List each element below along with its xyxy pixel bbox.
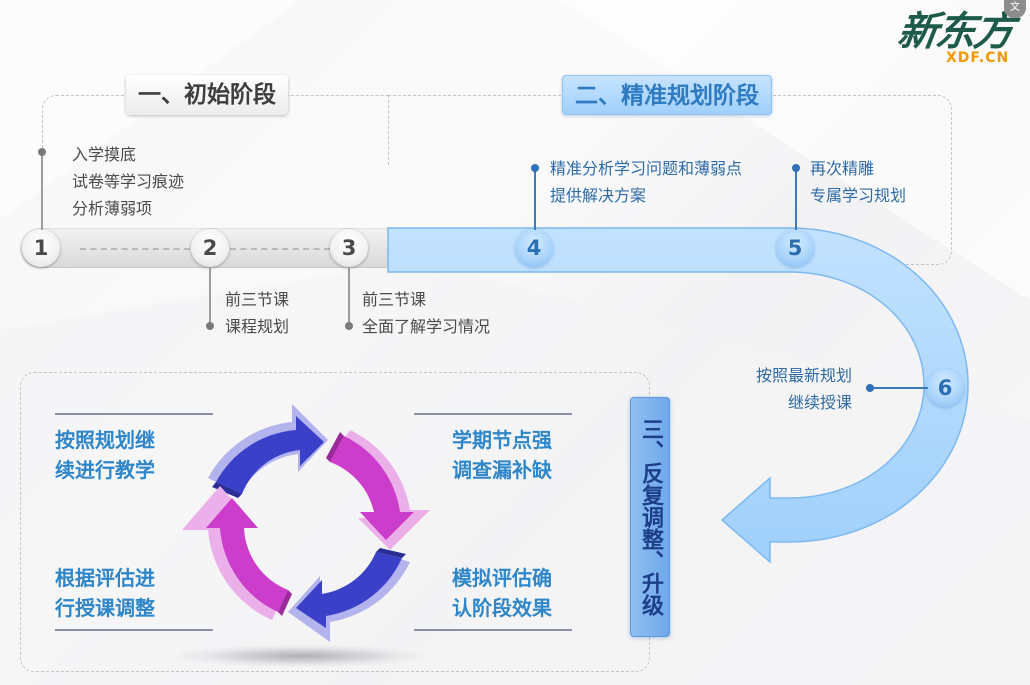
connector-2 bbox=[209, 267, 211, 325]
node4-text: 精准分析学习问题和薄弱点 提供解决方案 bbox=[550, 155, 742, 209]
cycle-shadow bbox=[176, 645, 426, 667]
cycle-br-line2: 认阶段效果 bbox=[452, 596, 552, 620]
xdf-logo: 新东方 XDF.CN bbox=[895, 8, 1026, 68]
node2-line2: 课程规划 bbox=[225, 317, 290, 336]
node3-line1: 前三节课 bbox=[362, 290, 427, 309]
connector-dot-2 bbox=[206, 322, 214, 330]
node5-line1: 再次精雕 bbox=[810, 159, 875, 178]
node2-text: 前三节课 课程规划 bbox=[225, 286, 289, 340]
node4-line1: 精准分析学习问题和薄弱点 bbox=[550, 159, 743, 178]
track-dash-1-2 bbox=[80, 248, 190, 250]
connector-3 bbox=[348, 267, 350, 325]
cycle-text-bottom-right: 模拟评估确 认阶段效果 bbox=[452, 563, 552, 623]
stage3-badge: 三、反复调整、升级 bbox=[630, 397, 670, 637]
cycle-arrow-right bbox=[326, 430, 430, 550]
node1-text: 入学摸底 试卷等学习痕迹 分析薄弱项 bbox=[72, 141, 184, 222]
connector-1 bbox=[41, 152, 43, 230]
rule-bottom-right bbox=[414, 629, 572, 631]
rule-top-left bbox=[55, 413, 213, 415]
connector-dot-3 bbox=[345, 322, 353, 330]
node1-line2: 试卷等学习痕迹 bbox=[72, 172, 185, 191]
cycle-arrow-top bbox=[208, 404, 328, 498]
step-node-3[interactable]: 3 bbox=[330, 229, 368, 267]
stage2-badge: 二、精准规划阶段 bbox=[562, 75, 772, 115]
node4-line2: 提供解决方案 bbox=[550, 186, 647, 205]
node3-text: 前三节课 全面了解学习情况 bbox=[362, 286, 490, 340]
cycle-br-line1: 模拟评估确 bbox=[452, 566, 552, 590]
cycle-text-top-right: 学期节点强 调查漏补缺 bbox=[452, 425, 552, 485]
logo-english: XDF.CN bbox=[946, 50, 1010, 66]
step-node-5[interactable]: 5 bbox=[776, 229, 814, 267]
connector-dot-1 bbox=[38, 148, 46, 156]
node1-line1: 入学摸底 bbox=[72, 145, 137, 164]
cycle-tr-line2: 调查漏补缺 bbox=[452, 458, 552, 482]
translate-icon[interactable]: 文 bbox=[1004, 0, 1026, 18]
cycle-tr-line1: 学期节点强 bbox=[452, 428, 552, 452]
connector-dot-6 bbox=[866, 384, 874, 392]
cycle-arrow-bottom bbox=[288, 548, 410, 642]
stage1-frame-right bbox=[388, 95, 389, 165]
step-node-4[interactable]: 4 bbox=[515, 229, 553, 267]
step-node-2[interactable]: 2 bbox=[191, 229, 229, 267]
node1-line3: 分析薄弱项 bbox=[72, 199, 153, 218]
node6-text: 按照最新规划 继续授课 bbox=[740, 362, 852, 416]
node5-text: 再次精雕 专属学习规划 bbox=[810, 155, 906, 209]
connector-4 bbox=[534, 168, 536, 230]
cycle-bl-line2: 行授课调整 bbox=[55, 596, 155, 620]
track-dash-2-3 bbox=[230, 248, 330, 250]
connector-5 bbox=[795, 168, 797, 230]
step-node-1[interactable]: 1 bbox=[22, 229, 60, 267]
cycle-arrow-left bbox=[182, 486, 292, 620]
step-node-6[interactable]: 6 bbox=[926, 369, 964, 407]
cycle-arrows-icon bbox=[182, 404, 430, 642]
stage1-badge: 一、初始阶段 bbox=[126, 75, 288, 115]
node6-line1: 按照最新规划 bbox=[755, 366, 852, 385]
node5-line2: 专属学习规划 bbox=[810, 186, 907, 205]
node6-line2: 继续授课 bbox=[787, 393, 852, 412]
connector-6 bbox=[870, 387, 928, 389]
node2-line1: 前三节课 bbox=[225, 290, 290, 309]
rule-top-right bbox=[414, 413, 572, 415]
connector-dot-5 bbox=[792, 164, 800, 172]
connector-dot-4 bbox=[531, 164, 539, 172]
cycle-text-bottom-left: 根据评估进 行授课调整 bbox=[55, 563, 155, 623]
cycle-tl-line2: 续进行教学 bbox=[55, 458, 155, 482]
rule-bottom-left bbox=[55, 629, 213, 631]
node3-line2: 全面了解学习情况 bbox=[362, 317, 491, 336]
cycle-text-top-left: 按照规划继 续进行教学 bbox=[55, 425, 155, 485]
cycle-tl-line1: 按照规划继 bbox=[55, 428, 155, 452]
cycle-bl-line1: 根据评估进 bbox=[55, 566, 155, 590]
